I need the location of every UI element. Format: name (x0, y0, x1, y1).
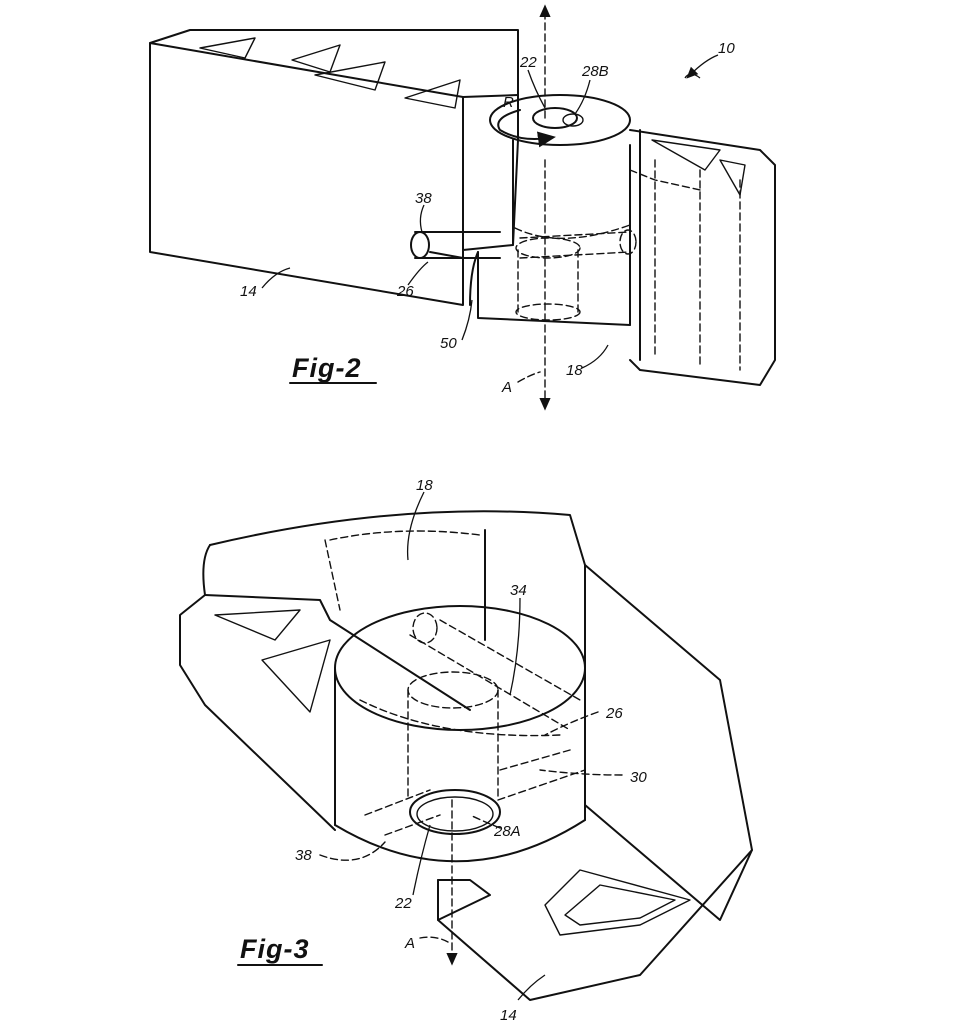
label-22-fig3: 22 (394, 895, 412, 912)
member-14-box (150, 30, 518, 305)
leader-a-fig3 (420, 937, 448, 942)
label-30-fig3: 30 (630, 769, 647, 786)
member-18-block (470, 95, 775, 385)
label-34-fig3: 34 (510, 582, 527, 599)
member-14-body (180, 511, 752, 1000)
label-28a-fig3: 28A (493, 823, 521, 840)
label-26-fig2: 26 (396, 283, 414, 300)
label-38-fig2: 38 (415, 190, 432, 207)
fig-2-caption: Fig-2 (292, 353, 362, 383)
label-10-fig2: 10 (718, 40, 735, 57)
figure-2: 10 22 28B R 38 14 26 50 18 A Fig-2 (150, 10, 775, 405)
label-26-fig3: 26 (605, 705, 623, 722)
leader-50 (462, 300, 472, 340)
leader-a (518, 372, 540, 382)
label-14-fig3: 14 (500, 1007, 517, 1024)
leader-10 (690, 55, 718, 75)
label-38-fig3: 38 (295, 847, 312, 864)
label-a-fig3: A (404, 935, 415, 952)
fig-3-caption: Fig-3 (240, 934, 310, 964)
label-22-fig2: 22 (519, 54, 537, 71)
figure-3: 18 34 26 30 28A 38 22 A 14 Fig-3 (180, 477, 752, 1024)
leader-22 (528, 70, 545, 108)
leader-26-fig3 (545, 712, 598, 735)
leader-14-fig3 (518, 975, 545, 1000)
label-r-fig2: R (503, 94, 514, 111)
leader-18 (582, 345, 608, 368)
leader-26 (408, 262, 428, 285)
leader-38 (420, 205, 424, 232)
member-18-cylinder (325, 530, 585, 861)
label-28b-fig2: 28B (581, 63, 609, 80)
label-18-fig3: 18 (416, 477, 433, 494)
leader-18-fig3 (408, 492, 424, 560)
label-50-fig2: 50 (440, 335, 457, 352)
label-14-fig2: 14 (240, 283, 257, 300)
label-a-fig2: A (501, 379, 512, 396)
label-18-fig2: 18 (566, 362, 583, 379)
